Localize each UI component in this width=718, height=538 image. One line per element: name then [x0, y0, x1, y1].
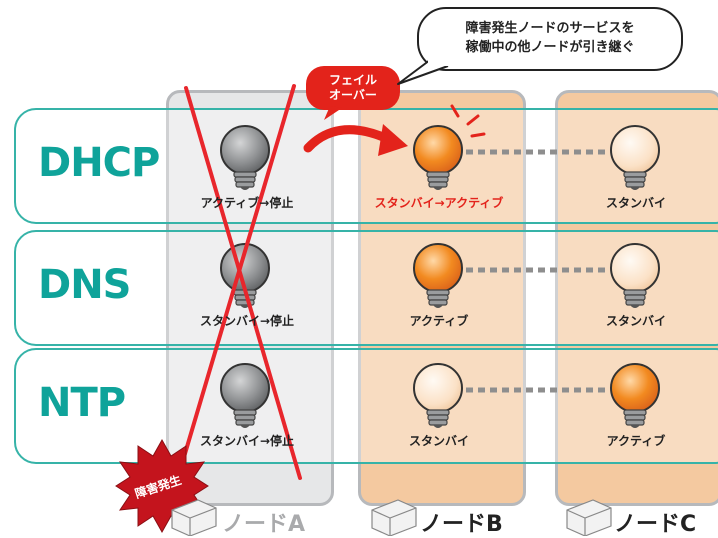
bulb-active-icon — [610, 363, 660, 429]
failover-label: フェイル オーバー — [306, 73, 400, 103]
link-dots — [466, 149, 610, 393]
appliance-icon — [371, 499, 417, 536]
node-a-label: ノードA — [222, 512, 306, 537]
node-b-label: ノードB — [420, 512, 503, 537]
status-c-dns: スタンバイ — [605, 314, 666, 328]
bulb-standby-icon — [610, 243, 660, 309]
bulb-active-icon — [413, 125, 463, 191]
callout-line-1: 障害発生ノードのサービスを — [465, 21, 635, 36]
status-a-dhcp: アクティブ→停止 — [200, 196, 294, 210]
bulb-off-icon — [220, 125, 270, 191]
status-c-dhcp: スタンバイ — [605, 196, 666, 210]
callout-line-2: 稼働中の他ノードが引き継ぐ — [465, 40, 635, 55]
failover-line-1: フェイル — [328, 73, 377, 87]
failover-line-2: オーバー — [329, 88, 377, 102]
glow-rays-icon — [450, 104, 486, 138]
status-a-ntp: スタンバイ→停止 — [199, 434, 295, 448]
bulb-off-icon — [220, 363, 270, 429]
service-label-ntp: NTP — [38, 380, 126, 426]
service-row-ntp — [14, 348, 718, 464]
status-a-dns: スタンバイ→停止 — [199, 314, 295, 328]
status-c-ntp: アクティブ — [606, 434, 666, 448]
failure-cross-icon — [174, 84, 302, 486]
node-c-label: ノードC — [614, 512, 697, 537]
callout-bubble — [397, 7, 683, 85]
status-b-ntp: スタンバイ — [408, 434, 469, 448]
service-label-dns: DNS — [38, 262, 131, 308]
bulb-active-icon — [413, 243, 463, 309]
status-b-dhcp: スタンバイ→アクティブ — [374, 196, 504, 210]
failover-badge — [306, 66, 400, 110]
service-label-dhcp: DHCP — [38, 140, 160, 186]
bulb-standby-icon — [610, 125, 660, 191]
appliance-icon — [566, 499, 612, 536]
appliance-icon — [171, 499, 217, 536]
status-b-dns: アクティブ — [409, 314, 469, 328]
bulb-standby-icon — [413, 363, 463, 429]
service-row-dns — [14, 230, 718, 346]
callout-text: 障害発生ノードのサービスを 稼働中の他ノードが引き継ぐ — [418, 19, 682, 57]
failover-arrow-icon — [303, 124, 408, 156]
